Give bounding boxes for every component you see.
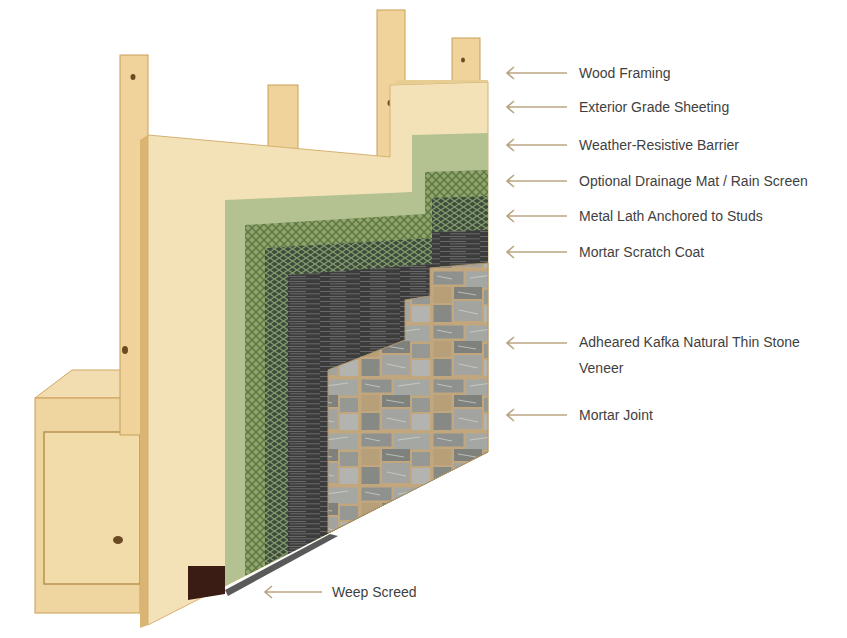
exterior-sheathing xyxy=(140,80,488,628)
part-label: Mortar Scratch Coat xyxy=(579,243,704,261)
mortar-scratch-coat xyxy=(288,230,488,554)
part-label: Weep Screed xyxy=(332,583,417,601)
part-label: Mortar Joint xyxy=(579,406,653,424)
part-label: Weather-Resistive Barrier xyxy=(579,136,739,154)
part-label: Adheared Kafka Natural Thin Stone Veneer xyxy=(579,329,819,381)
weep-screed xyxy=(188,534,338,600)
metal-lath xyxy=(265,196,488,565)
weather-resistive-barrier xyxy=(225,133,488,586)
part-label: Optional Drainage Mat / Rain Screen xyxy=(579,172,808,190)
drainage-mat xyxy=(245,170,488,576)
leader-arrows xyxy=(265,67,567,598)
part-label: Wood Framing xyxy=(579,64,671,82)
part-label: Metal Lath Anchored to Studs xyxy=(579,207,763,225)
stone-veneer xyxy=(328,263,488,533)
part-label: Exterior Grade Sheeting xyxy=(579,98,729,116)
